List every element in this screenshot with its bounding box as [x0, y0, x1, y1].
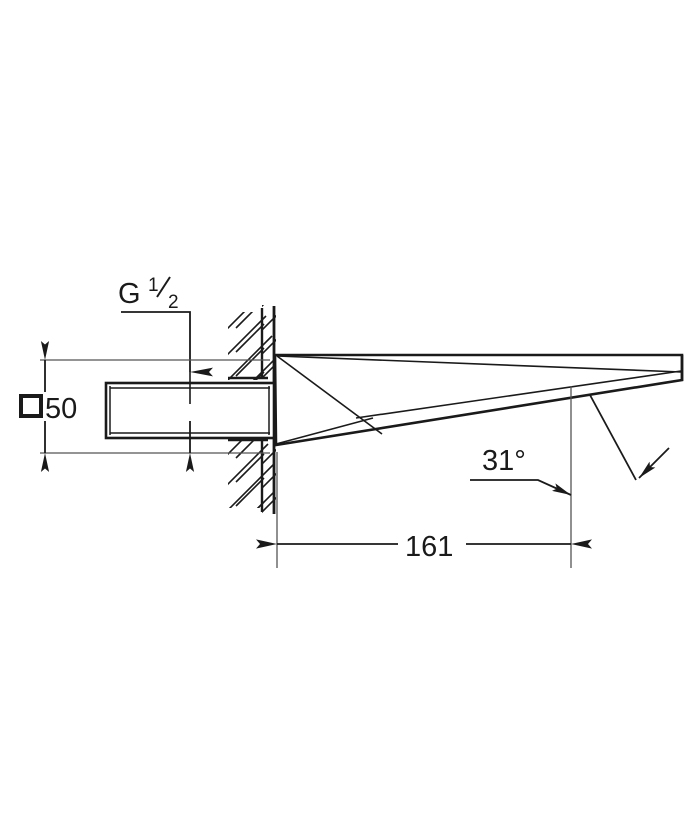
spout-ridge-line: [276, 355, 682, 373]
thread-leader-line: [121, 311, 213, 377]
angle-ind-leg-b: [638, 447, 670, 479]
angle-leader-line: [470, 479, 572, 496]
wall-hatch-upper: [228, 312, 274, 380]
projection-dimension: 161: [256, 386, 592, 568]
spout-inner-upper-taper: [355, 370, 682, 419]
spout-inner-diagonal-b: [275, 417, 374, 445]
thread-label-denominator: 2: [168, 292, 179, 313]
angle-ind-leg-a: [589, 394, 637, 481]
thread-label-main: G: [118, 278, 141, 310]
square-size-dimension: [40, 341, 270, 472]
spout-body: [273, 353, 684, 447]
square-symbol-icon: [19, 394, 43, 418]
angle-callout: 31°: [470, 445, 572, 496]
thread-label-numerator: 1: [148, 275, 159, 296]
thread-callout-leader: [121, 311, 213, 377]
outlet-angle-indicator: [589, 394, 670, 481]
square-size-label: 50: [45, 393, 77, 425]
projection-dimension-label: 161: [405, 531, 453, 563]
fraction-slash: [156, 276, 171, 298]
wall-hatch-lower: [228, 440, 274, 508]
angle-label: 31°: [482, 445, 526, 477]
